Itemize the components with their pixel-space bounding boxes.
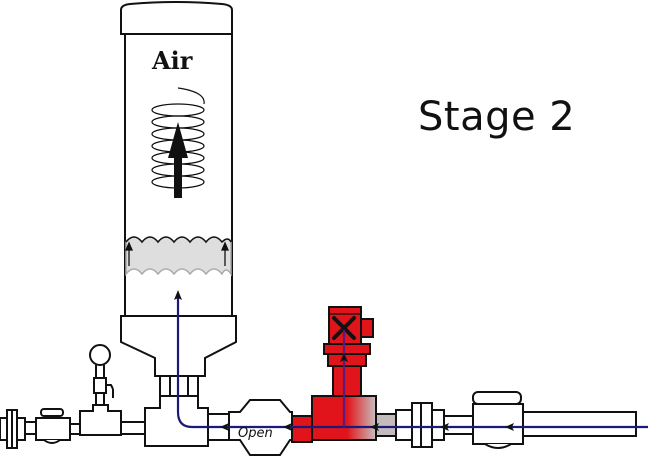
drain-union — [0, 409, 26, 449]
solenoid-closed-icon — [332, 316, 356, 340]
inlet-ball-valve — [472, 391, 524, 449]
solenoid-valve — [291, 306, 377, 443]
pressure-gauge-tee — [79, 365, 122, 436]
flow-arrows — [174, 290, 514, 431]
stage-title: Stage 2 — [418, 94, 576, 140]
tank-tee — [144, 395, 209, 447]
water-flow-path — [176, 296, 648, 429]
pressure-gauge-icon — [89, 344, 111, 366]
water-rise-arrows — [125, 241, 229, 266]
tank-cap — [120, 1, 233, 35]
air-up-arrow-icon — [168, 122, 188, 198]
tank-air-label: Air — [152, 46, 193, 75]
pipe-union — [395, 402, 445, 448]
check-valve-label: Open — [238, 426, 273, 441]
inlet-pipe — [522, 411, 637, 437]
drain-ball-valve — [35, 408, 71, 444]
